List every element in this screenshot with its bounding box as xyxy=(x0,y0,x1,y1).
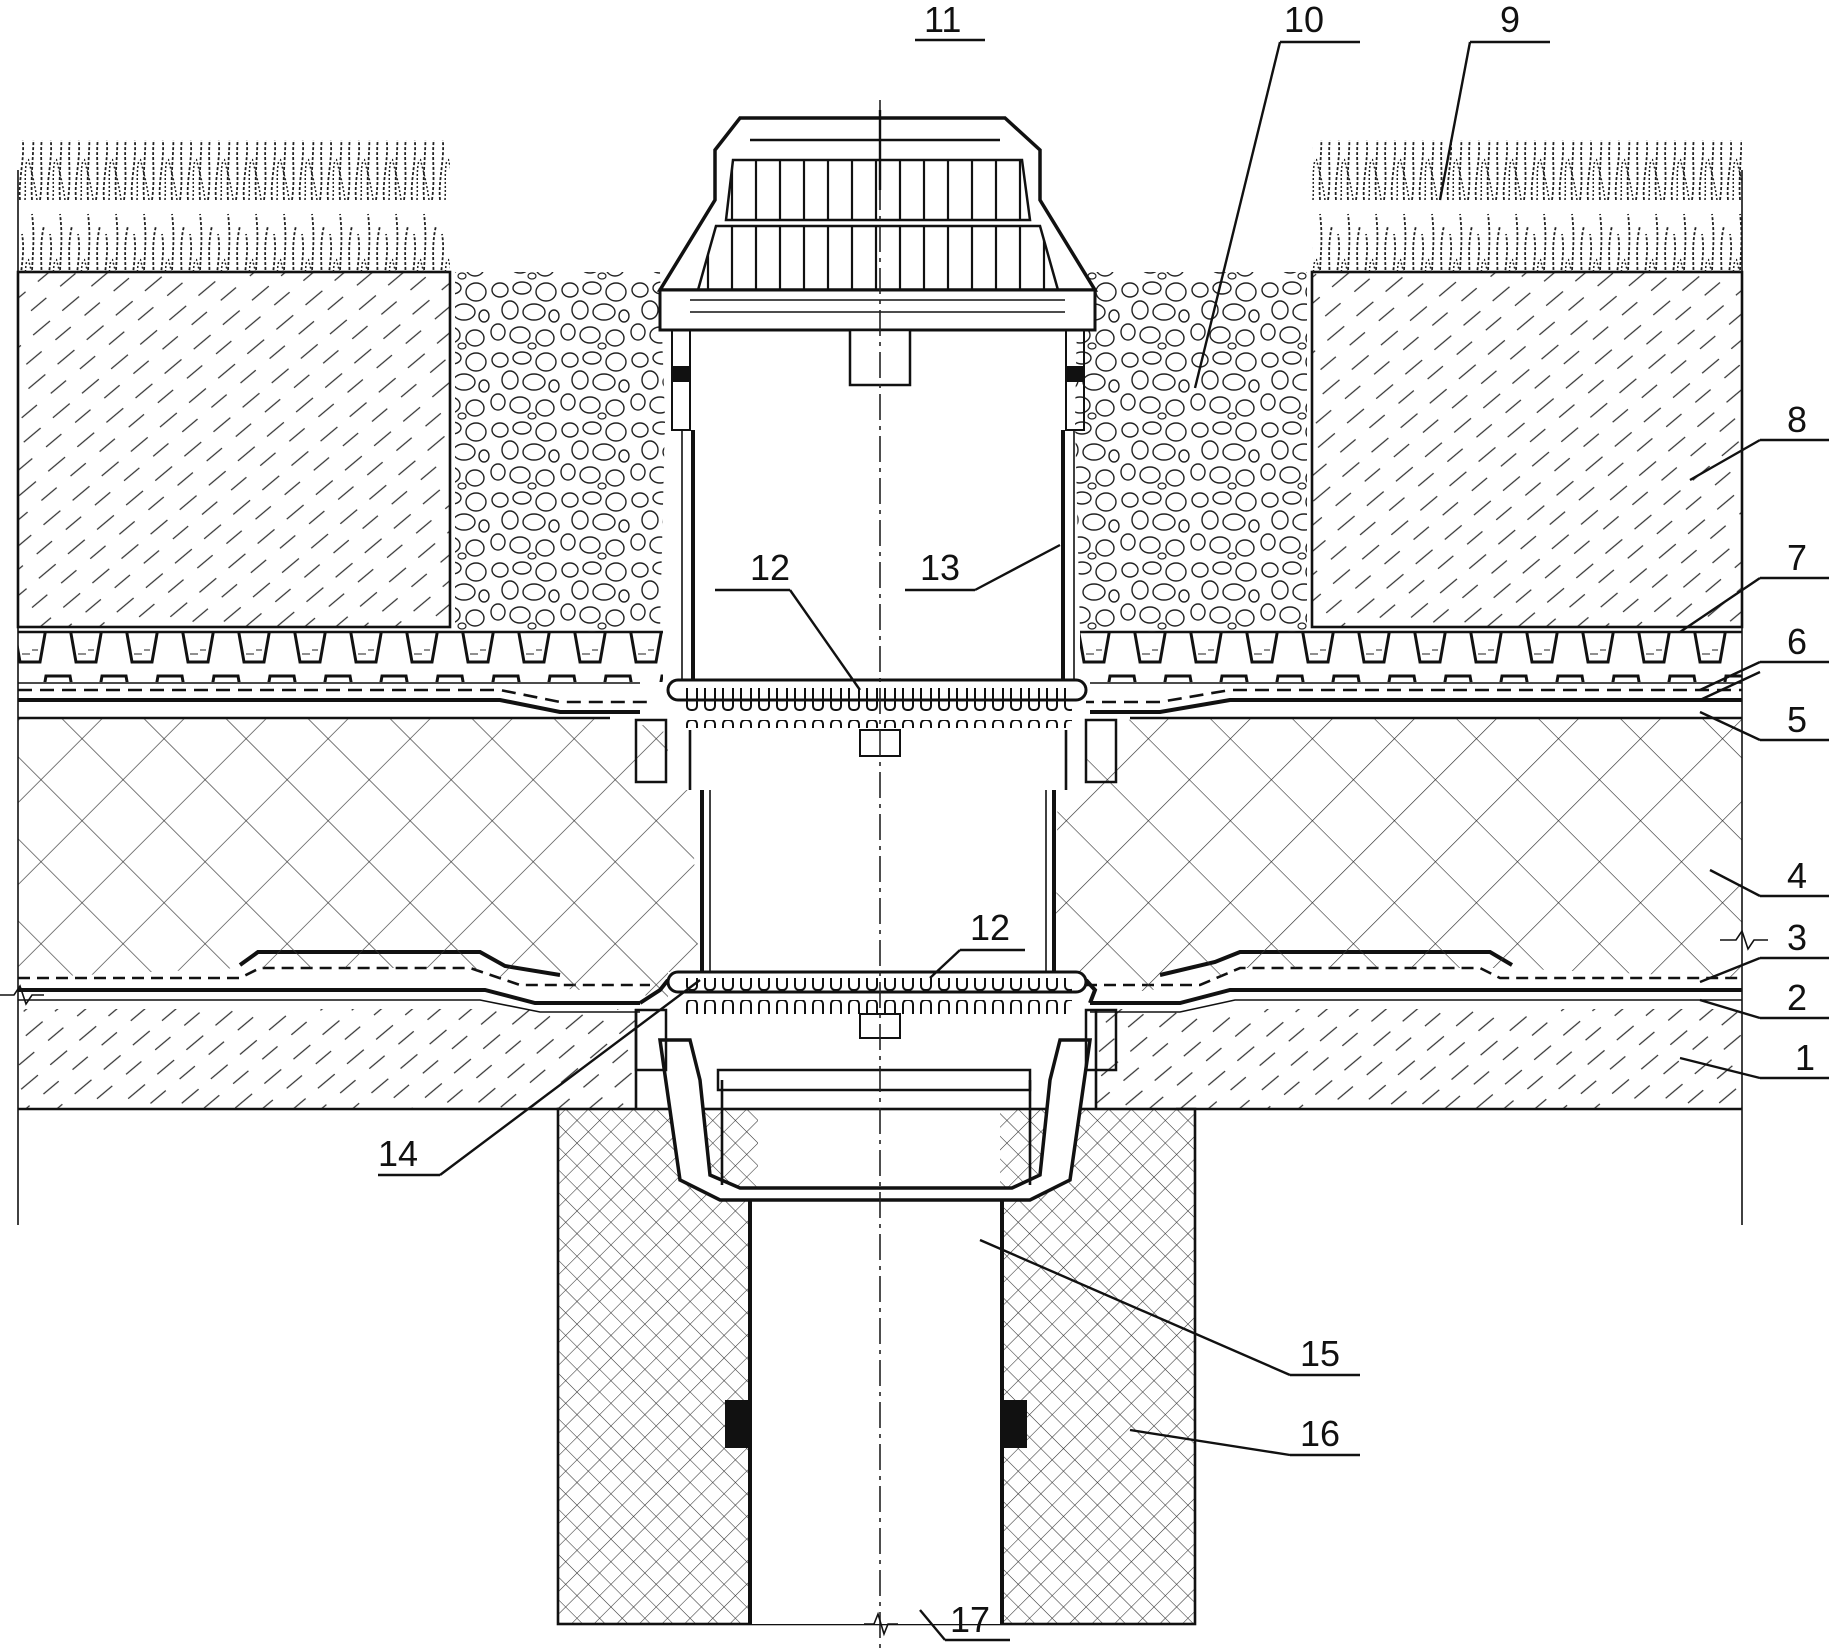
vegetation-left xyxy=(18,140,450,272)
leader-lines xyxy=(378,38,1829,1642)
thermal-insulation-layer xyxy=(18,716,1742,1000)
label-11: 11 xyxy=(924,0,961,40)
drainage-mat xyxy=(18,630,1742,682)
outlet-pipe xyxy=(725,1190,1027,1624)
label-3: 3 xyxy=(1787,917,1807,958)
gravel-strip-right xyxy=(1075,272,1307,632)
label-2: 2 xyxy=(1787,977,1807,1018)
soil-substrate-right xyxy=(1310,270,1744,629)
label-14: 14 xyxy=(378,1133,418,1174)
label-12-upper: 12 xyxy=(750,547,790,588)
label-13: 13 xyxy=(920,547,960,588)
label-1: 1 xyxy=(1795,1037,1815,1078)
label-7: 7 xyxy=(1787,537,1807,578)
upper-membrane-layers xyxy=(18,682,1742,714)
vegetation-right xyxy=(1312,140,1742,272)
label-6: 6 xyxy=(1787,621,1807,662)
label-9: 9 xyxy=(1500,0,1520,40)
label-16: 16 xyxy=(1300,1413,1340,1454)
gravel-strip-left xyxy=(455,272,665,632)
upper-flange-ring xyxy=(634,678,1118,790)
soil-substrate-left xyxy=(16,270,452,629)
break-marks xyxy=(0,170,1768,1637)
label-5: 5 xyxy=(1787,699,1807,740)
concrete-base-slab xyxy=(18,1009,1742,1111)
leaf-guard-grate xyxy=(656,116,1099,431)
drain-body xyxy=(657,1038,1093,1202)
lower-flange-ring xyxy=(634,970,1118,1072)
label-4: 4 xyxy=(1787,855,1807,896)
label-10: 10 xyxy=(1284,0,1324,40)
upper-pipe xyxy=(681,430,1075,680)
label-17: 17 xyxy=(950,1599,990,1640)
label-8: 8 xyxy=(1787,399,1807,440)
label-12-lower: 12 xyxy=(970,907,1010,948)
label-15: 15 xyxy=(1300,1333,1340,1374)
